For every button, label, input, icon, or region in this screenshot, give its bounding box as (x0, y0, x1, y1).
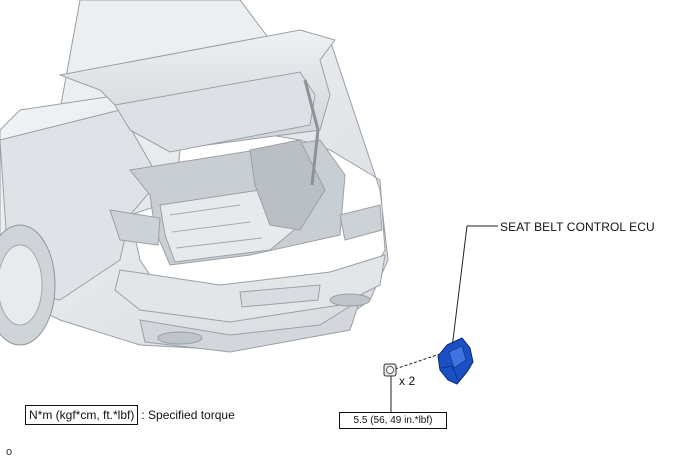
legend-unit-box: N*m (kgf*cm, ft.*lbf) (25, 405, 139, 425)
ecu-leader-line (451, 225, 498, 349)
figure-code: o (6, 446, 13, 458)
nut-icon (383, 363, 397, 377)
torque-spec-box: 5.5 (56, 49 in.*lbf) (339, 412, 447, 429)
nut-quantity-label: x 2 (399, 374, 416, 388)
alignment-dashed-line (394, 351, 447, 370)
torque-legend: N*m (kgf*cm, ft.*lbf) : Specified torque (25, 405, 235, 425)
seat-belt-ecu-icon (437, 337, 474, 385)
legend-description: : Specified torque (141, 408, 235, 422)
ecu-part-label: SEAT BELT CONTROL ECU (500, 220, 655, 234)
car-rear-illustration (0, 0, 389, 353)
